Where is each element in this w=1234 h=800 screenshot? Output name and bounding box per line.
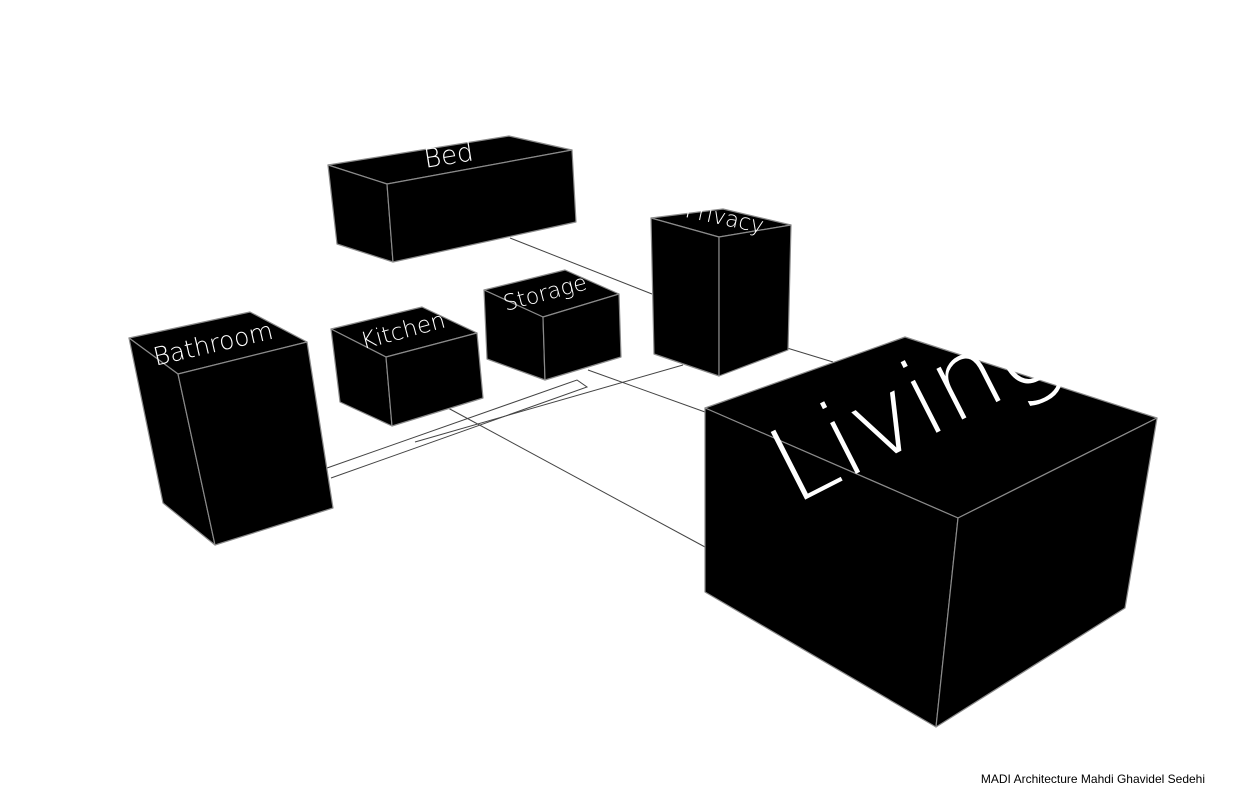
link-kitchen-living [447,407,706,548]
link-privacy-living [786,347,834,363]
link-storage-living [587,369,706,413]
room-bathroom: Bathroom [128,311,334,546]
room-living: Living [704,280,1158,728]
room-bed: Bed [327,135,577,263]
link-kitchen-privacy [414,364,684,443]
link-bathroom-storage [326,379,589,479]
room-kitchen: Kitchen [330,306,484,427]
connection-lines [326,237,834,548]
credit-text: MADI Architecture Mahdi Ghavidel Sedehi [980,772,1205,786]
room-privacy: Privacy [650,198,792,377]
link-bed-privacy [509,237,653,295]
room-storage: Storage [483,269,622,381]
